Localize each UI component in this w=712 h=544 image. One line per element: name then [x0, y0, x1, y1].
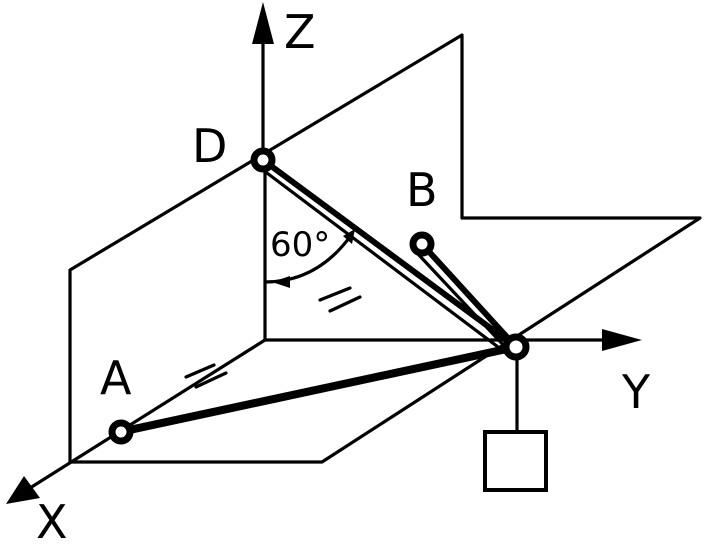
z-axis [252, 2, 274, 152]
rod-bc [416, 241, 519, 352]
joint-b [409, 231, 435, 257]
angle-60-marker [263, 229, 355, 288]
x-axis [6, 338, 267, 504]
y-axis-label: Y [621, 365, 651, 419]
joint-c [502, 333, 530, 361]
point-label-b: B [406, 163, 438, 217]
x-axis-label: X [36, 495, 68, 544]
joint-a [108, 419, 134, 445]
equal-length-ticks [184, 286, 362, 389]
hanging-load [483, 350, 548, 492]
angle-label: 60° [270, 225, 330, 265]
point-label-d: D [192, 119, 227, 173]
joint-d [250, 147, 276, 173]
load-box [483, 430, 548, 492]
y-axis [263, 329, 642, 351]
z-axis-label: Z [284, 5, 316, 59]
point-label-a: A [100, 351, 132, 405]
rod-ad [116, 343, 520, 436]
